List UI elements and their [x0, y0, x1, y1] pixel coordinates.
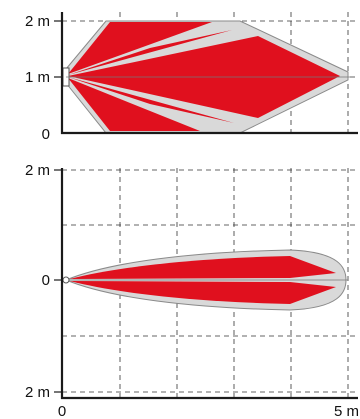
top-view-axes	[60, 12, 358, 135]
side-view-y-label-bottom: 2 m	[25, 384, 50, 401]
side-view-x-label-0: 0	[58, 403, 66, 419]
top-view-panel: 2 m 1 m 0	[25, 12, 358, 143]
top-view-lobe-upper-mid	[68, 30, 232, 75]
top-view-y-label-0: 0	[42, 126, 50, 143]
side-view-panel: 2 m 0 2 m 0 5 m	[25, 162, 359, 419]
side-view-lobe-lower	[70, 281, 336, 304]
side-view-ticks	[54, 169, 62, 393]
side-view-lobes	[70, 256, 336, 304]
side-view-sensor	[62, 276, 70, 284]
side-view-axes	[60, 168, 358, 400]
top-view-ticks	[54, 20, 62, 78]
top-view-y-label-1m: 1 m	[25, 69, 50, 86]
side-view-y-label-0: 0	[42, 272, 50, 289]
side-view-x-label-5m: 5 m	[334, 403, 359, 419]
top-view-y-label-2m: 2 m	[25, 13, 50, 30]
top-view-lobe-upper	[68, 22, 212, 74]
side-view-y-label-top: 2 m	[25, 162, 50, 179]
top-view-lobes	[68, 22, 340, 131]
side-view-lobe-upper	[70, 256, 336, 279]
side-view-grid	[62, 168, 358, 398]
top-view-lobe-lower	[68, 78, 200, 131]
top-view-lobe-lower-mid	[68, 77, 234, 123]
